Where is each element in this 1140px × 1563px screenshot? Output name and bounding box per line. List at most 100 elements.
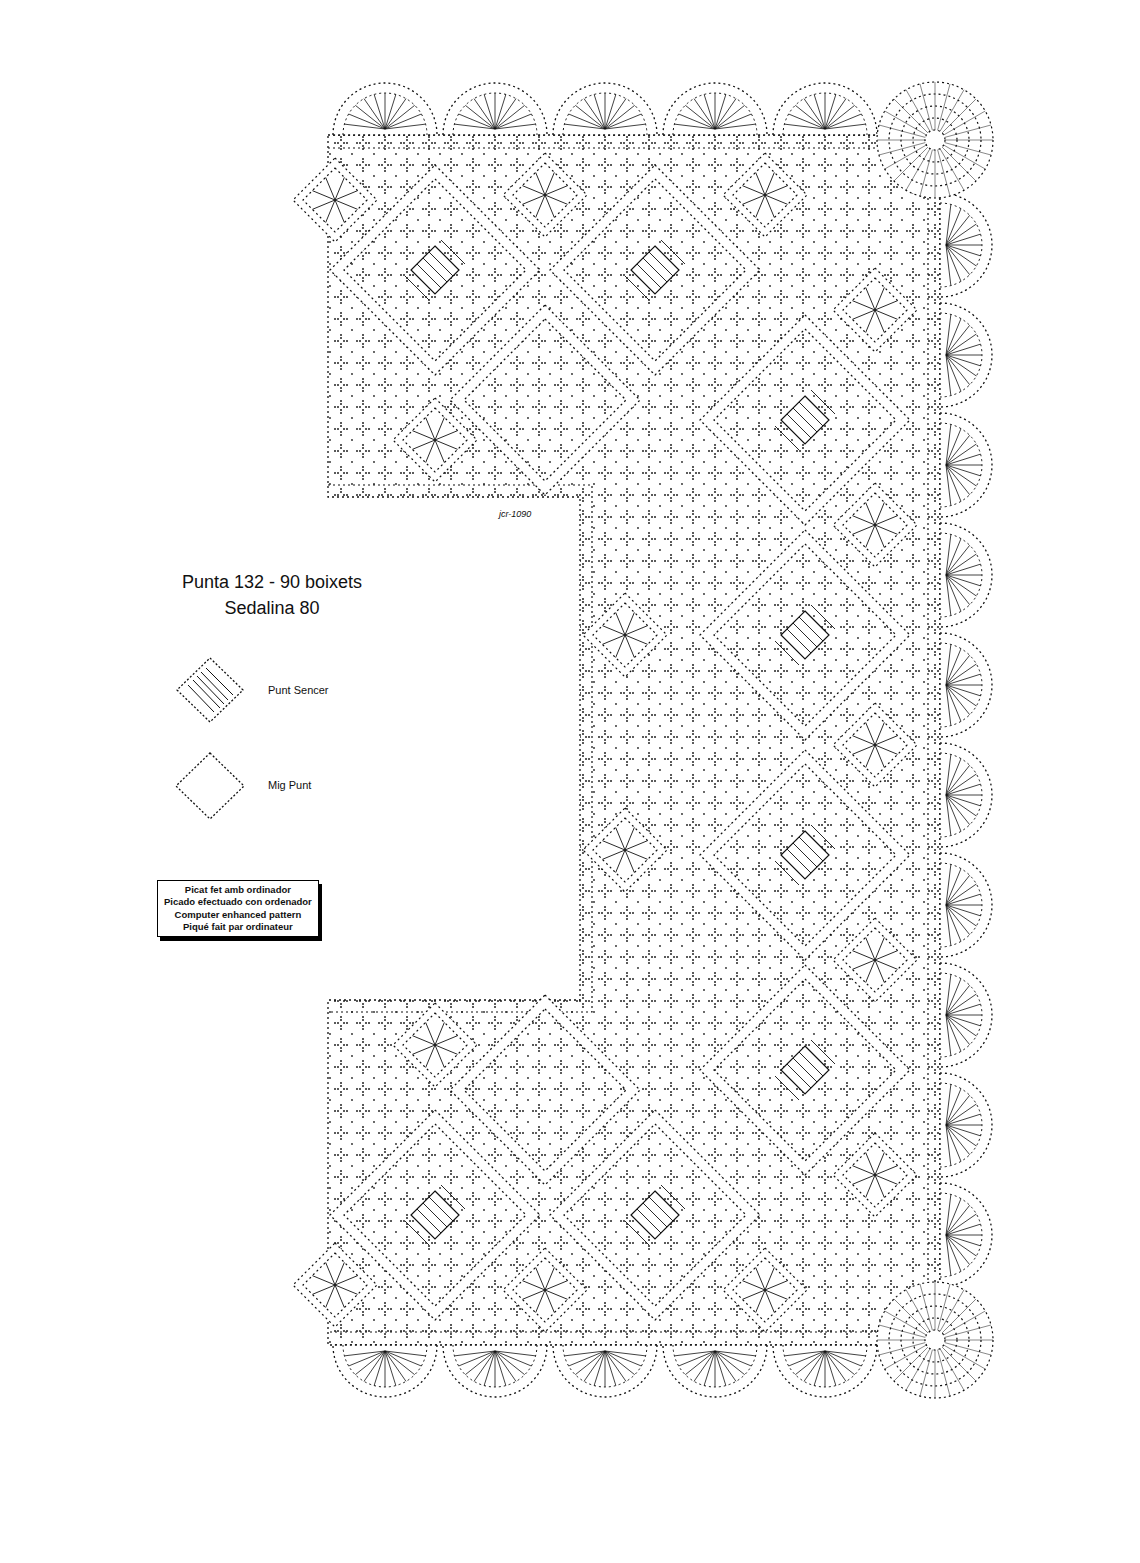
spider-leg — [312, 1285, 335, 1294]
spiral-spoke — [885, 145, 927, 169]
ground-diamond — [564, 179, 746, 361]
spider-frame — [583, 808, 667, 892]
spiral-spoke — [942, 147, 976, 181]
spider — [403, 1013, 467, 1077]
spider-frame — [833, 268, 917, 352]
punt-sencer — [411, 246, 459, 294]
spider-leg — [522, 1290, 545, 1299]
punt-sencer — [781, 831, 829, 879]
spider-leg — [852, 745, 875, 754]
spider-leg — [536, 1267, 545, 1290]
fan-line — [715, 93, 716, 129]
spiral-spoke — [894, 147, 928, 181]
fan-line — [946, 465, 982, 466]
punt-sencer-line — [781, 420, 805, 444]
spider-leg — [326, 177, 335, 200]
fan-line — [804, 99, 825, 129]
ground — [328, 135, 940, 1345]
spiral-spoke — [938, 84, 950, 130]
spider-leg — [426, 417, 435, 440]
spiral-spoke — [877, 1340, 925, 1341]
fan-line — [374, 1351, 385, 1386]
fan-line — [946, 685, 970, 715]
spiral-spoke — [879, 143, 925, 155]
spiral-spoke — [920, 84, 932, 130]
spiral-spoke — [935, 150, 936, 198]
punt-sencer-line — [787, 414, 811, 438]
fan-line — [605, 94, 616, 129]
fan-line — [946, 795, 982, 796]
fan-line — [474, 99, 495, 129]
fan-line — [946, 344, 981, 355]
punt-sencer — [781, 1046, 829, 1094]
punt-sencer-line — [625, 1221, 649, 1245]
fan-line — [946, 355, 970, 385]
punt-sencer-line — [775, 1076, 799, 1100]
spiral-spoke — [920, 150, 932, 196]
fan-line — [946, 674, 981, 685]
punt-sencer-line — [799, 402, 823, 426]
spider-leg — [545, 186, 568, 195]
spider-leg — [616, 612, 625, 635]
fan-line — [484, 1351, 495, 1386]
spider-leg — [625, 626, 648, 635]
spider-frame — [833, 918, 917, 1002]
scallop — [940, 523, 992, 627]
fan-line — [715, 1351, 736, 1381]
spider-frame — [723, 1248, 807, 1332]
scallop — [333, 1345, 437, 1397]
punt-sencer — [781, 1046, 829, 1094]
fan-line — [355, 105, 385, 129]
fan-line — [715, 1351, 726, 1386]
fan-line — [605, 1351, 635, 1375]
spider — [843, 713, 907, 777]
fan-line — [946, 884, 976, 905]
punt-sencer — [631, 246, 679, 294]
spider — [303, 168, 367, 232]
scallop-inner — [940, 863, 982, 947]
thread-label: Sedalina 80 — [100, 598, 444, 619]
spider-leg — [875, 310, 884, 333]
fan-line — [374, 94, 385, 129]
punt-sencer-line — [811, 605, 835, 629]
punt-sencer-line — [799, 837, 823, 861]
punt-sencer-line — [631, 270, 655, 294]
fan-line — [564, 1351, 605, 1356]
spider — [403, 408, 467, 472]
spider-leg — [875, 960, 884, 983]
fan-line — [784, 1351, 825, 1356]
spider-frame — [503, 153, 587, 237]
spider-leg — [852, 525, 875, 534]
fan-line — [795, 1351, 825, 1375]
spider — [733, 1258, 797, 1322]
fan-line — [946, 465, 951, 506]
scallop — [663, 83, 767, 135]
fan-line — [605, 105, 635, 129]
fan-line — [946, 465, 981, 476]
scallop-inner — [940, 203, 982, 287]
fan-line — [946, 685, 982, 686]
punt-sencer-line — [775, 861, 799, 885]
fan-line — [605, 1351, 626, 1381]
fan-line — [946, 1125, 981, 1136]
fan-line — [825, 1351, 846, 1381]
punt-sencer-line — [661, 240, 685, 264]
punt-sencer-line — [655, 1191, 679, 1215]
fan-line — [946, 245, 951, 286]
fan-line — [825, 1351, 836, 1386]
punt-sencer — [781, 831, 829, 879]
spider-leg — [435, 1045, 444, 1068]
fan-line — [495, 1351, 525, 1375]
punt-sencer-line — [799, 1052, 823, 1076]
punt-sencer — [781, 396, 829, 444]
pattern-code: jcr-1090 — [497, 509, 533, 519]
spiral-spoke — [935, 1282, 936, 1330]
spider-leg — [435, 1036, 458, 1045]
ground-diamond — [714, 329, 896, 511]
fan-line — [946, 575, 970, 605]
punt-sencer-line — [661, 1185, 685, 1209]
spider-leg — [616, 827, 625, 850]
punt-sencer-line — [787, 849, 811, 873]
punt-sencer-line — [811, 390, 835, 414]
